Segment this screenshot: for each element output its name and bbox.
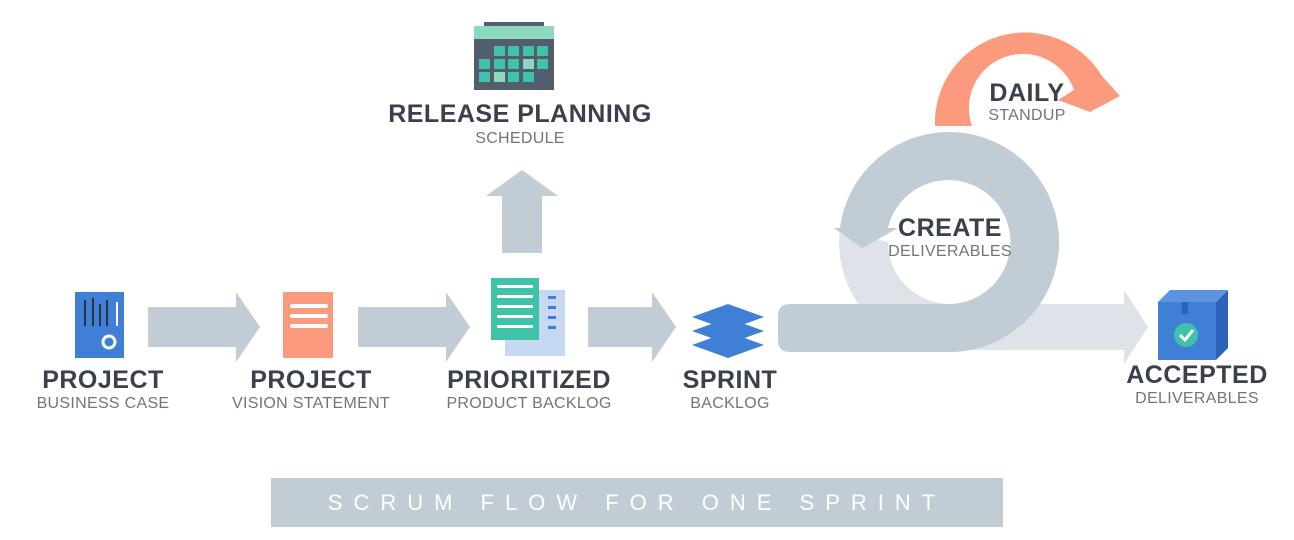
step-subtitle-accepted: DELIVERABLES	[1135, 390, 1259, 407]
flow-arrow-2	[358, 292, 470, 362]
step-title-sprint: SPRINT	[682, 366, 778, 394]
step-title-accepted: ACCEPTED	[1126, 361, 1268, 389]
step-subtitle-sprint: BACKLOG	[690, 395, 770, 412]
backlog-documents-icon	[491, 278, 565, 356]
scrum-flow-banner: SCRUM FLOW FOR ONE SPRINT	[271, 478, 1003, 527]
create-loop-arc	[778, 132, 1060, 352]
create-deliverables-subtitle: DELIVERABLES	[888, 243, 1012, 260]
flow-arrow-3	[588, 292, 676, 362]
flow-arrow-1	[148, 292, 260, 362]
create-deliverables-title: CREATE	[898, 214, 1002, 242]
business-case-document-icon	[75, 292, 124, 358]
step-title-vision: PROJECT	[250, 366, 372, 394]
step-title-business-case: PROJECT	[42, 366, 164, 394]
checked-box-icon	[1158, 290, 1228, 360]
step-subtitle-vision: VISION STATEMENT	[232, 395, 390, 412]
vision-document-icon	[283, 292, 333, 358]
up-arrow	[486, 170, 558, 253]
stacked-layers-icon	[692, 304, 764, 358]
step-subtitle-business-case: BUSINESS CASE	[36, 395, 170, 412]
daily-standup-title: DAILY	[989, 79, 1065, 107]
step-title-backlog: PRIORITIZED	[447, 366, 611, 394]
daily-standup-arc	[934, 32, 1120, 126]
release-planning-title: RELEASE PLANNING	[388, 100, 652, 128]
release-planning-subtitle: SCHEDULE	[475, 130, 565, 147]
step-subtitle-backlog: PRODUCT BACKLOG	[446, 395, 612, 412]
daily-standup-subtitle: STANDUP	[988, 107, 1066, 124]
calendar-icon	[474, 22, 554, 90]
